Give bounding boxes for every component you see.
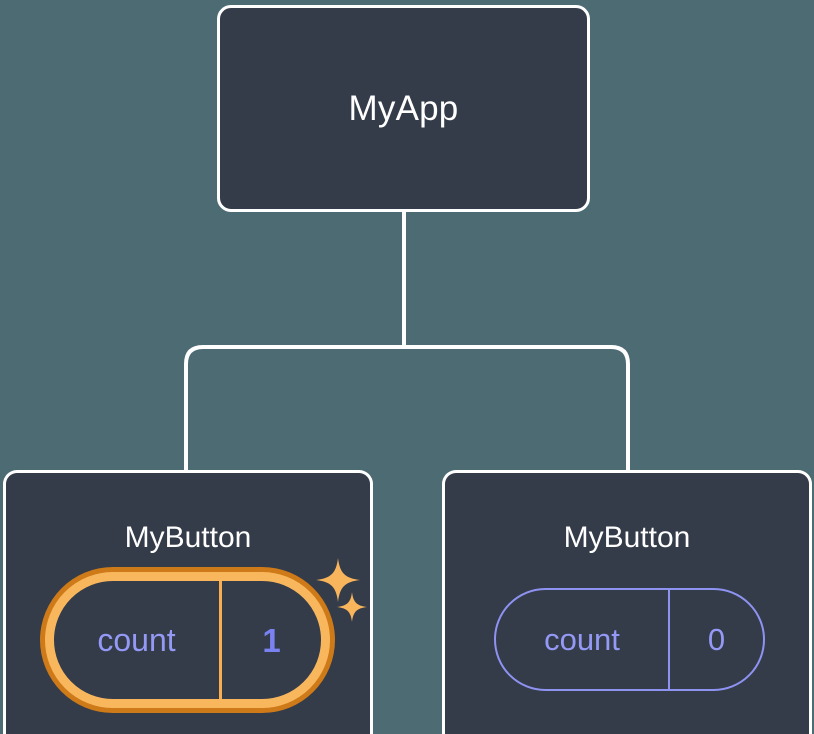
node-mybutton-left-label: MyButton (124, 521, 252, 554)
state-key-right: count (496, 590, 670, 689)
state-pill-right[interactable]: count 0 (494, 588, 765, 691)
node-myapp-label: MyApp (348, 89, 459, 128)
node-myapp[interactable]: MyApp (217, 5, 590, 212)
state-value-left: 1 (262, 621, 281, 659)
node-mybutton-right-label: MyButton (563, 521, 691, 554)
connector-branch-bus (184, 345, 630, 470)
state-pill-left[interactable]: count 1 (45, 572, 330, 708)
state-value-right: 0 (707, 622, 726, 657)
state-key-left: count (54, 581, 222, 699)
